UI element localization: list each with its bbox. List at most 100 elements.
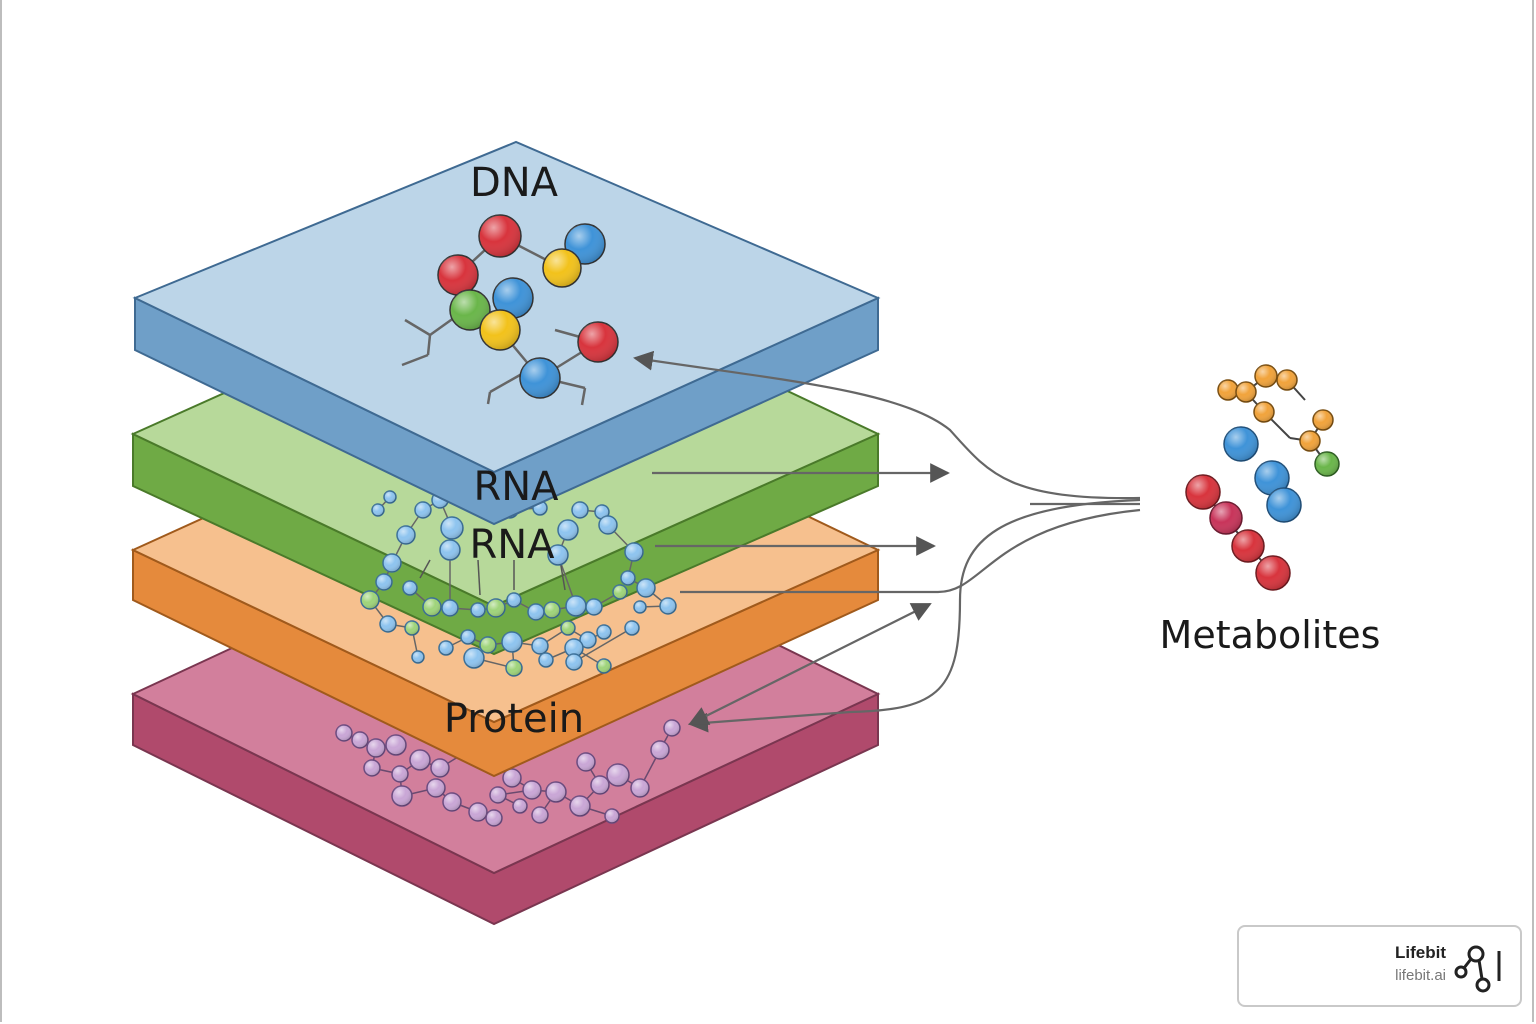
atom-highlight xyxy=(637,579,655,597)
atom-highlight xyxy=(625,543,643,561)
protein-label: Protein xyxy=(444,696,584,742)
connector-to-dna xyxy=(633,350,1141,500)
atom-highlight xyxy=(513,799,527,813)
atom-highlight xyxy=(561,621,575,635)
atom-highlight xyxy=(493,278,533,318)
atom-highlight xyxy=(352,732,368,748)
atom-highlight xyxy=(1254,402,1274,422)
atom-highlight xyxy=(595,505,609,519)
atom-highlight xyxy=(566,596,586,616)
atom-highlight xyxy=(415,502,431,518)
atom-highlight xyxy=(572,502,588,518)
atom-highlight xyxy=(438,255,478,295)
bond-line xyxy=(486,391,492,405)
atom-highlight xyxy=(543,249,581,287)
connector-protein xyxy=(680,508,1141,594)
atom-highlight xyxy=(586,599,602,615)
atom-highlight xyxy=(558,520,578,540)
atom-highlight xyxy=(634,601,646,613)
bond-line xyxy=(426,334,432,356)
atom-highlight xyxy=(427,779,445,797)
atom-highlight xyxy=(376,574,392,590)
dna-label: DNA xyxy=(470,160,559,206)
bond-line xyxy=(489,373,521,394)
bond-line xyxy=(573,627,633,663)
atom-highlight xyxy=(503,769,521,787)
atom-highlight xyxy=(442,600,458,616)
atom-highlight xyxy=(386,735,406,755)
atom-highlight xyxy=(580,632,596,648)
connector-bidirectional xyxy=(688,603,932,725)
atom-highlight xyxy=(1313,410,1333,430)
atom-highlight xyxy=(372,504,384,516)
atom-highlight xyxy=(487,599,505,617)
atom-highlight xyxy=(566,654,582,670)
atom-highlight xyxy=(431,759,449,777)
atom-highlight xyxy=(469,803,487,821)
atom-highlight xyxy=(1267,488,1301,522)
atom-highlight xyxy=(461,630,475,644)
atom-highlight xyxy=(450,290,490,330)
atom-highlight xyxy=(597,659,611,673)
atom-highlight xyxy=(380,616,396,632)
atom-highlight xyxy=(410,750,430,770)
atom-highlight xyxy=(507,593,521,607)
atom-highlight xyxy=(520,358,560,398)
bond-line xyxy=(580,387,587,406)
atom-highlight xyxy=(506,660,522,676)
rna-label: RNA xyxy=(473,464,559,510)
atom-highlight xyxy=(384,491,396,503)
atom-highlight xyxy=(1255,365,1277,387)
atom-highlight xyxy=(570,796,590,816)
metabolites-label: Metabolites xyxy=(1160,613,1381,657)
atom-highlight xyxy=(605,809,619,823)
atom-highlight xyxy=(423,598,441,616)
atom-highlight xyxy=(1218,380,1238,400)
atom-highlight xyxy=(565,639,583,657)
atom-highlight xyxy=(392,766,408,782)
atom-highlight xyxy=(403,581,417,595)
atom-highlight xyxy=(1210,502,1242,534)
atom-highlight xyxy=(412,651,424,663)
atom-highlight xyxy=(546,782,566,802)
brand-card[interactable]: Lifebit lifebit.ai xyxy=(1237,925,1522,1007)
atom-highlight xyxy=(1315,452,1339,476)
rna-molecule-network xyxy=(360,490,677,677)
atom-highlight xyxy=(441,517,463,539)
atom-highlight xyxy=(1232,530,1264,562)
protein-molecule-cluster xyxy=(335,719,681,827)
atom-highlight xyxy=(392,786,412,806)
atom-highlight xyxy=(1186,475,1220,509)
atom-highlight xyxy=(544,602,560,618)
lifebit-network-icon xyxy=(1454,945,1501,993)
atom-highlight xyxy=(486,810,502,826)
atom-highlight xyxy=(1255,461,1289,495)
atom-highlight xyxy=(523,781,541,799)
atom-highlight xyxy=(613,585,627,599)
atom-highlight xyxy=(383,554,401,572)
brand-name: Lifebit xyxy=(1395,943,1446,962)
brand-url[interactable]: lifebit.ai xyxy=(1395,967,1446,984)
bond-line xyxy=(477,559,481,596)
atom-highlight xyxy=(591,776,609,794)
atom-highlight xyxy=(405,621,419,635)
atom-highlight xyxy=(599,516,617,534)
rna-overlay-label: RNA xyxy=(469,522,555,568)
atom-highlight xyxy=(364,760,380,776)
atom-highlight xyxy=(532,638,548,654)
atom-highlight xyxy=(621,571,635,585)
atom-highlight xyxy=(440,540,460,560)
atom-highlight xyxy=(607,764,629,786)
atom-highlight xyxy=(336,725,352,741)
dna-molecule xyxy=(401,214,619,406)
atom-highlight xyxy=(1277,370,1297,390)
atom-highlight xyxy=(597,625,611,639)
atom-highlight xyxy=(664,720,680,736)
atom-highlight xyxy=(367,739,385,757)
atom-highlight xyxy=(528,604,544,620)
atom-highlight xyxy=(471,603,485,617)
atom-highlight xyxy=(464,648,484,668)
atom-highlight xyxy=(631,779,649,797)
brand-text: Lifebit lifebit.ai xyxy=(1395,943,1446,984)
